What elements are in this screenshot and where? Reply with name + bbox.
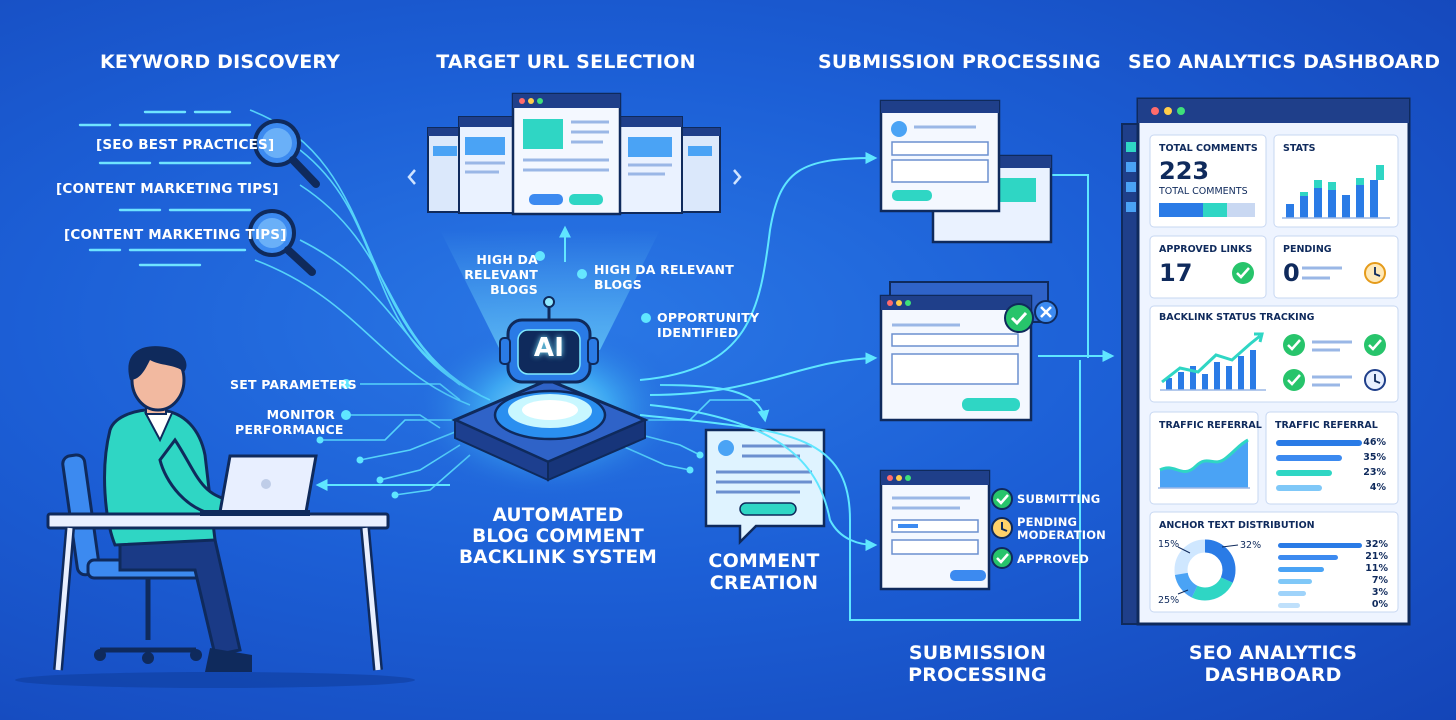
backlink-tracking-title: BACKLINK STATUS TRACKING	[1159, 312, 1315, 323]
ai-chip	[408, 230, 688, 500]
anchor-percent: 21%	[1365, 551, 1388, 562]
anchor-percent: 7%	[1371, 575, 1388, 586]
system-title: AUTOMATED BLOG COMMENT BACKLINK SYSTEM	[459, 505, 657, 568]
pending-title: PENDING	[1283, 244, 1332, 255]
chevron-left-icon	[407, 169, 416, 185]
status-pending-moderation: PENDING MODERATION	[1017, 515, 1107, 542]
status-icons	[991, 488, 1013, 569]
total-comments-value: 223	[1159, 157, 1210, 185]
anchor-percent: 0%	[1371, 599, 1388, 610]
traffic-percent: 23%	[1363, 467, 1386, 478]
pending-value: 0	[1283, 259, 1300, 287]
traffic-percent: 4%	[1369, 482, 1386, 493]
submission-card-2	[879, 281, 1058, 422]
submission-card-3	[879, 469, 991, 591]
keyword-item: [CONTENT MARKETING TIPS]	[64, 227, 287, 243]
label-set-parameters: SET PARAMETERS	[230, 377, 357, 392]
submission-card-1	[879, 99, 1053, 244]
approved-links-value: 17	[1159, 259, 1193, 287]
label-high-da-right: HIGH DA RELEVANT BLOGS	[594, 262, 734, 292]
keyword-dashes	[78, 110, 252, 267]
ai-chip-label: AI	[533, 333, 565, 363]
section-title-seo-analytics-dashboard: SEO ANALYTICS DASHBOARD	[1128, 51, 1441, 73]
magnifier-icon-2	[248, 209, 316, 276]
label-opportunity-identified: OPPORTUNITY IDENTIFIED	[657, 310, 760, 340]
total-comments-subtitle: TOTAL COMMENTS	[1159, 186, 1248, 197]
chevron-right-icon	[733, 169, 742, 185]
section-caption-seo-analytics-dashboard: SEO ANALYTICS DASHBOARD	[1188, 642, 1358, 686]
keyword-item: [SEO BEST PRACTICES]	[96, 137, 275, 153]
anchor-text-title: ANCHOR TEXT DISTRIBUTION	[1159, 520, 1315, 531]
traffic-percent: 35%	[1363, 452, 1386, 463]
donut-label: 32%	[1240, 540, 1262, 551]
traffic-referral-title-1: TRAFFIC REFERRAL	[1159, 420, 1262, 431]
section-caption-submission-processing: SUBMISSION PROCESSING	[908, 642, 1047, 686]
anchor-percent: 32%	[1365, 539, 1388, 550]
label-high-da-left: HIGH DA RELEVANT BLOGS	[464, 252, 538, 297]
dashboard-panel	[1121, 97, 1411, 626]
donut-label: 25%	[1158, 595, 1180, 606]
approved-links-title: APPROVED LINKS	[1159, 244, 1253, 255]
section-title-keyword-discovery: KEYWORD DISCOVERY	[100, 51, 341, 73]
label-monitor-performance: MONITOR PERFORMANCE	[235, 407, 344, 437]
donut-label: 15%	[1158, 539, 1180, 550]
comment-bubble	[704, 428, 826, 546]
traffic-percent: 46%	[1363, 437, 1386, 448]
section-title-submission-processing: SUBMISSION PROCESSING	[818, 51, 1101, 73]
submission-flow-lines	[639, 152, 1115, 621]
person-at-desk	[15, 346, 415, 688]
status-approved: APPROVED	[1017, 552, 1089, 566]
status-submitting: SUBMITTING	[1017, 492, 1101, 506]
stats-title: STATS	[1283, 143, 1316, 154]
total-comments-title: TOTAL COMMENTS	[1159, 143, 1258, 154]
traffic-referral-title-2: TRAFFIC REFERRAL	[1275, 420, 1378, 431]
anchor-percent: 3%	[1371, 587, 1388, 598]
anchor-percent: 11%	[1365, 563, 1388, 574]
target-url-browsers	[407, 92, 742, 216]
comment-creation-label: COMMENT CREATION	[708, 550, 820, 594]
section-title-target-url-selection: TARGET URL SELECTION	[436, 51, 696, 73]
keyword-item: [CONTENT MARKETING TIPS]	[56, 181, 279, 197]
magnifier-icon-1	[253, 119, 320, 188]
